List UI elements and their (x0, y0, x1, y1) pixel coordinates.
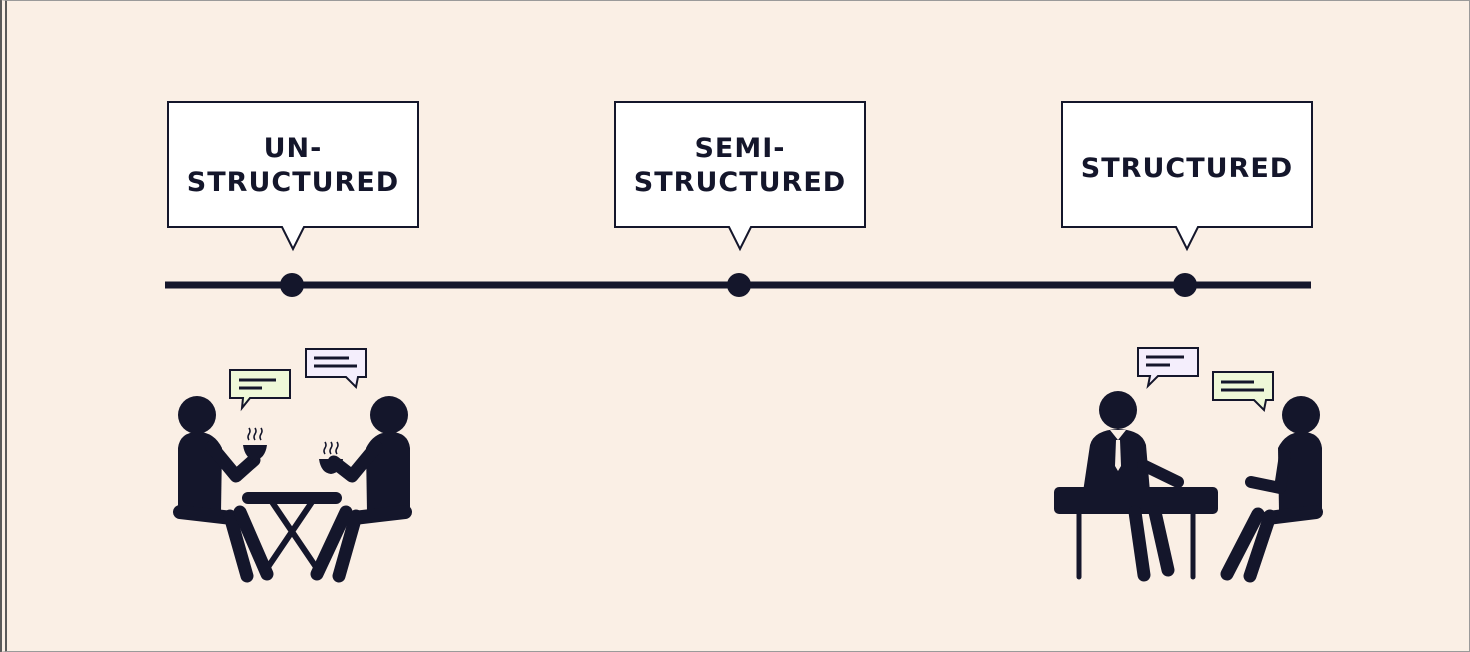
callout-structured: STRUCTURED (1061, 101, 1313, 252)
callout-semistructured-line-1: SEMI- (694, 133, 785, 164)
two-people-having-coffee-icon (173, 348, 412, 583)
callout-unstructured: UN- STRUCTURED (167, 101, 419, 252)
speech-bubble-icon (229, 369, 291, 412)
spectrum-point-semistructured (727, 273, 751, 297)
speech-bubble-icon (1212, 371, 1274, 413)
formal-interview-icon (1054, 347, 1323, 583)
callout-semistructured-line-2: STRUCTURED (634, 167, 846, 198)
callout-unstructured-line-1: UN- (264, 133, 323, 164)
callout-unstructured-line-2: STRUCTURED (187, 167, 399, 198)
spectrum-point-structured (1173, 273, 1197, 297)
callout-semistructured: SEMI- STRUCTURED (614, 101, 866, 252)
speech-bubble-icon (305, 348, 367, 390)
speech-bubble-icon (1137, 347, 1199, 390)
spectrum-point-unstructured (280, 273, 304, 297)
callout-structured-line-1: STRUCTURED (1081, 153, 1293, 184)
